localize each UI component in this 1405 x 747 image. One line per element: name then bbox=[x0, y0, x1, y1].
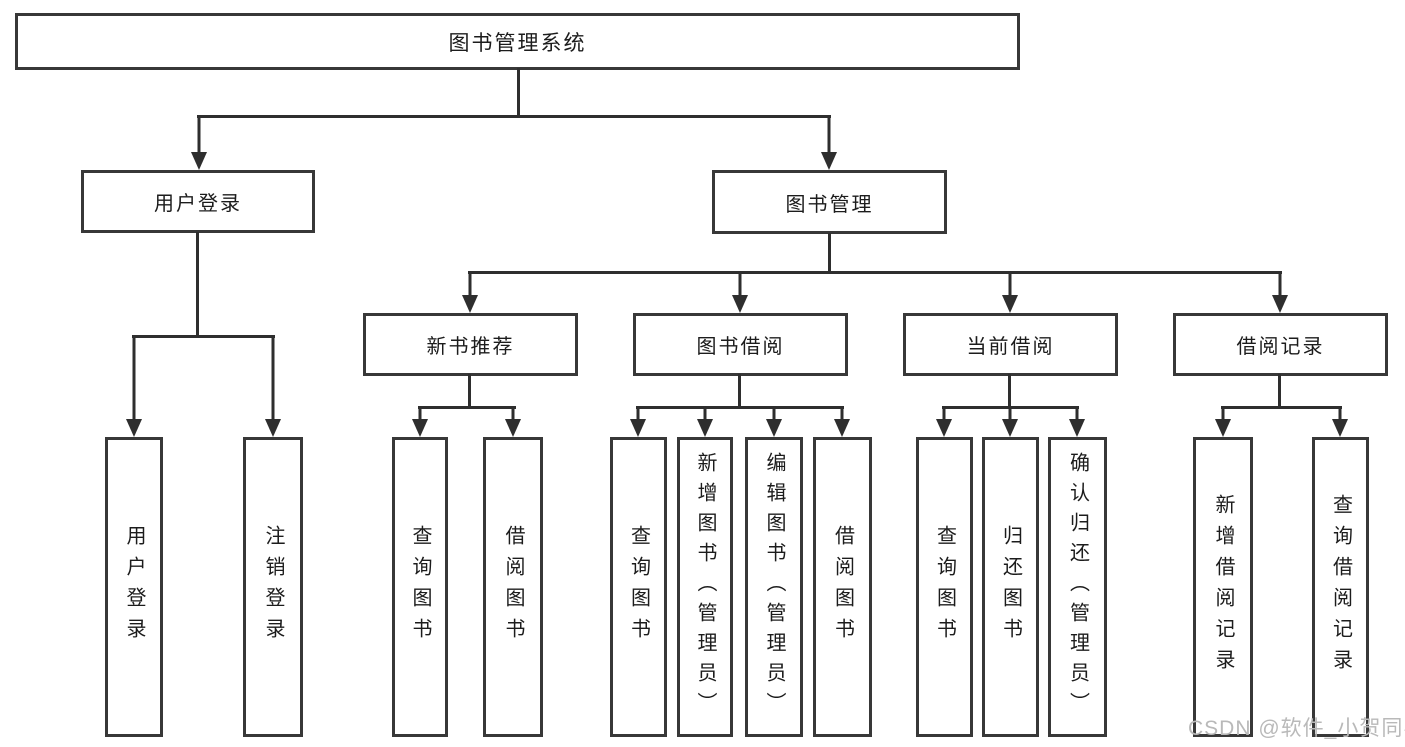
leaf-borrow-books: 借阅图书 bbox=[483, 437, 543, 737]
leaf-user-login: 用户登录 bbox=[105, 437, 163, 737]
node-label: 编辑图书（管理员） bbox=[763, 452, 785, 722]
node-label: 当前借阅 bbox=[966, 336, 1055, 358]
arrow-down-icon bbox=[766, 406, 782, 437]
node-label: 用户登录 bbox=[154, 193, 242, 215]
node-user-login: 用户登录 bbox=[81, 170, 315, 233]
node-label: 查询图书 bbox=[409, 525, 431, 649]
connector-level2-split bbox=[197, 115, 831, 118]
node-label: 归还图书 bbox=[999, 525, 1022, 649]
node-label: 图书管理系统 bbox=[448, 31, 587, 55]
arrow-down-icon bbox=[505, 406, 521, 437]
node-label: 借阅记录 bbox=[1236, 336, 1325, 358]
arrow-down-icon bbox=[1272, 271, 1288, 313]
node-library-management-system: 图书管理系统 bbox=[15, 13, 1020, 70]
connector-book-management-stem bbox=[828, 233, 831, 274]
connector-stem bbox=[738, 374, 741, 408]
arrow-down-icon bbox=[1215, 406, 1231, 437]
leaf-query-books: 查询图书 bbox=[916, 437, 973, 737]
leaf-borrow-books: 借阅图书 bbox=[813, 437, 872, 737]
node-label: 借阅图书 bbox=[831, 525, 854, 649]
arrow-down-icon bbox=[191, 115, 207, 170]
node-borrowing-records: 借阅记录 bbox=[1173, 313, 1388, 376]
node-label: 借阅图书 bbox=[502, 525, 524, 649]
leaf-add-borrow-record: 新增借阅记录 bbox=[1193, 437, 1253, 737]
leaf-query-borrow-record: 查询借阅记录 bbox=[1312, 437, 1369, 737]
connector-level3-split bbox=[468, 271, 1282, 274]
arrow-down-icon bbox=[265, 335, 281, 437]
connector-user-login-stem bbox=[196, 232, 199, 338]
arrow-down-icon bbox=[1332, 406, 1348, 437]
leaf-return-books: 归还图书 bbox=[982, 437, 1039, 737]
node-label: 用户登录 bbox=[123, 525, 145, 649]
node-book-management: 图书管理 bbox=[712, 170, 947, 234]
arrow-down-icon bbox=[697, 406, 713, 437]
node-label: 注销登录 bbox=[262, 525, 284, 649]
arrow-down-icon bbox=[462, 271, 478, 313]
node-current-borrowing: 当前借阅 bbox=[903, 313, 1118, 376]
node-label: 查询图书 bbox=[627, 525, 650, 649]
arrow-down-icon bbox=[936, 406, 952, 437]
node-new-book-recommendation: 新书推荐 bbox=[363, 313, 578, 376]
leaf-logout: 注销登录 bbox=[243, 437, 303, 737]
node-label: 确认归还（管理员） bbox=[1066, 452, 1089, 722]
connector-split bbox=[1221, 406, 1342, 409]
arrow-down-icon bbox=[1069, 406, 1085, 437]
csdn-watermark: CSDN @软件_小贺同学 bbox=[1188, 717, 1405, 740]
connector-root-stem bbox=[517, 68, 520, 117]
leaf-confirm-return-admin: 确认归还（管理员） bbox=[1048, 437, 1107, 737]
node-label: 新书推荐 bbox=[426, 336, 515, 358]
node-label: 查询借阅记录 bbox=[1329, 494, 1352, 680]
connector-stem bbox=[1278, 374, 1281, 408]
arrow-down-icon bbox=[834, 406, 850, 437]
connector-stem bbox=[468, 374, 471, 408]
leaf-query-books: 查询图书 bbox=[392, 437, 448, 737]
connector-split bbox=[636, 406, 844, 409]
arrow-down-icon bbox=[126, 335, 142, 437]
arrow-down-icon bbox=[412, 406, 428, 437]
node-label: 图书管理 bbox=[785, 193, 874, 216]
connector-stem bbox=[1008, 374, 1011, 408]
arrow-down-icon bbox=[821, 115, 837, 170]
arrow-down-icon bbox=[630, 406, 646, 437]
node-label: 图书借阅 bbox=[696, 336, 785, 358]
connector-user-login-split bbox=[132, 335, 275, 338]
leaf-add-books-admin: 新增图书（管理员） bbox=[677, 437, 733, 737]
arrow-down-icon bbox=[1002, 271, 1018, 313]
node-book-borrowing: 图书借阅 bbox=[633, 313, 848, 376]
arrow-down-icon bbox=[732, 271, 748, 313]
node-label: 新增图书（管理员） bbox=[694, 452, 716, 722]
node-label: 查询图书 bbox=[933, 525, 956, 649]
node-label: 新增借阅记录 bbox=[1212, 494, 1234, 680]
leaf-edit-books-admin: 编辑图书（管理员） bbox=[745, 437, 803, 737]
connector-split bbox=[418, 406, 516, 409]
leaf-query-books: 查询图书 bbox=[610, 437, 667, 737]
arrow-down-icon bbox=[1002, 406, 1018, 437]
